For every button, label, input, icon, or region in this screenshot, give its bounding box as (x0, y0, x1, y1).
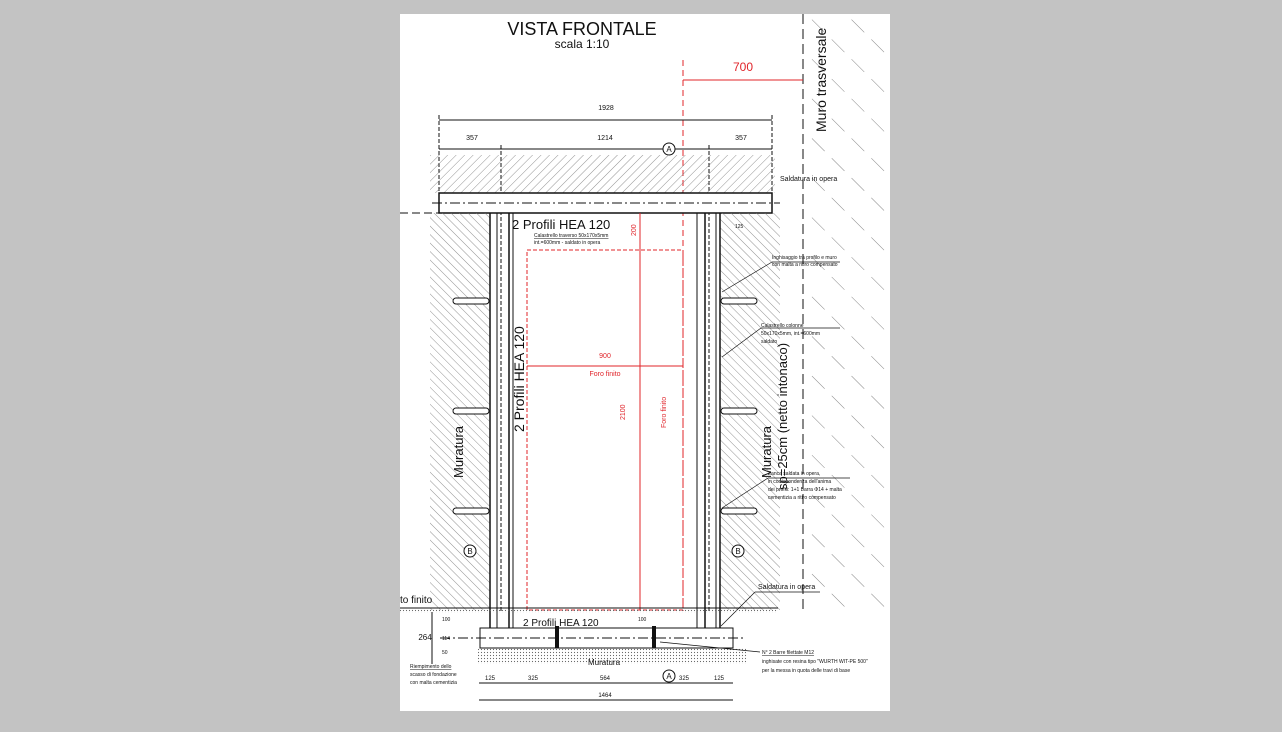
section-b-label-left: B (467, 547, 472, 556)
threaded-rod-right (652, 626, 656, 648)
column-label: 2 Profili HEA 120 (511, 326, 527, 432)
rod-leader (659, 641, 761, 653)
top-beam-note-2: int.=600mm - saldato in opera (534, 240, 601, 246)
section-b-marker-left (463, 544, 477, 558)
right-masonry-thickness: sp=25cm (netto intonaco) (775, 343, 790, 490)
section-a-label-bottom: A (666, 672, 672, 681)
note-fill-1: Riempimento dello (410, 664, 452, 670)
note-anchor-3: dei profili: 1+1 Barra Φ14 + malta (768, 487, 842, 493)
bottom-dim-4: 325 (679, 676, 690, 682)
note-rods-1: N° 2 Barre filettate M12 (762, 650, 814, 656)
note-batten-3: saldato (761, 339, 777, 345)
top-masonry (430, 155, 775, 193)
door-opening (526, 249, 684, 611)
note-fill-3: con malta cementizia (410, 680, 457, 686)
bottom-dim-1: 125 (485, 676, 496, 682)
note-fill-2: scasso di fondazione (410, 672, 457, 678)
transverse-wall-label: Muro trasversale (813, 28, 829, 132)
left-masonry-label: Muratura (451, 425, 466, 478)
notes-right: Inghisaggio tra profilo e muro con malta… (761, 255, 842, 501)
note-anchor-1: Zanca saldata in opera, (768, 471, 820, 477)
base-b: 114 (442, 636, 450, 642)
bottom-masonry-label: Muratura (588, 658, 621, 667)
opening-label: Foro finito (589, 371, 620, 378)
base-total: 264 (418, 633, 432, 642)
dim-1214: 1214 (597, 135, 613, 142)
fill-note: Riempimento dello scasso di fondazione c… (410, 664, 457, 686)
top-beam-note-1: Calastrello traverso 50x170x5mm (534, 233, 608, 239)
red-offset-dim: 700 (733, 60, 753, 74)
side-gap: 125 (735, 224, 744, 230)
right-masonry-label: Muratura (759, 425, 774, 478)
dim-extension-lines (438, 115, 773, 613)
note-rods-2: inghisate con resina tipo "WURTH WIT-PE … (762, 659, 868, 665)
opening-width: 900 (599, 353, 611, 360)
base-a: 100 (442, 617, 451, 623)
note-grout-2: con malta a ritiro compensato (772, 262, 838, 268)
note-grout-1: Inghisaggio tra profilo e muro (772, 255, 837, 261)
floor-screed (400, 608, 778, 613)
note-anchor-2: in corrispondenza dell'anima (768, 479, 831, 485)
threaded-rod-left (555, 626, 559, 648)
section-b-label-right: B (735, 547, 740, 556)
weld-top-label: Saldatura in opera (780, 176, 837, 183)
section-a-marker-bottom (662, 669, 676, 683)
weld-bottom-label: Saldatura in opera (758, 584, 815, 591)
leader-lines (720, 261, 850, 627)
bottom-total-dim: 1464 (598, 693, 612, 699)
bottom-dim-3: 564 (600, 676, 611, 682)
note-anchor-4: cementizia a ritiro compensato (768, 495, 836, 501)
lintel-gap: 200 (631, 224, 638, 236)
dim-357-right: 357 (735, 135, 747, 142)
bottom-dims: 125 325 564 325 125 1464 (485, 676, 725, 699)
base-c: 50 (442, 650, 448, 656)
floor-label: to finito (400, 595, 433, 606)
bottom-dim-2: 325 (528, 676, 539, 682)
top-beam-label: 2 Profili HEA 120 (512, 217, 610, 232)
opening-vertical-label: Foro finito (661, 397, 668, 428)
bottom-beam-label: 2 Profili HEA 120 (523, 618, 599, 629)
rods-note: N° 2 Barre filettate M12 inghisate con r… (762, 650, 868, 674)
note-rods-3: per la messa in quota delle travi di bas… (762, 668, 850, 674)
drawing-scale: scala 1:10 (555, 37, 610, 51)
section-a-label-top: A (666, 145, 672, 154)
opening-height: 2100 (620, 404, 627, 420)
dim-1928: 1928 (598, 105, 614, 112)
foundation-fill (478, 648, 746, 664)
note-batten-1: Calastrello colonne (761, 323, 804, 329)
note-batten-2: 50x170x5mm, int.=600mm (761, 331, 820, 337)
section-b-marker-right (731, 544, 745, 558)
drawing-title: VISTA FRONTALE (507, 19, 656, 39)
transverse-wall-hatch (805, 14, 890, 611)
dim-357-left: 357 (466, 135, 478, 142)
mid-100: 100 (638, 617, 647, 623)
columns (489, 213, 721, 648)
wall-anchors (452, 297, 758, 515)
bottom-dim-5: 125 (714, 676, 725, 682)
